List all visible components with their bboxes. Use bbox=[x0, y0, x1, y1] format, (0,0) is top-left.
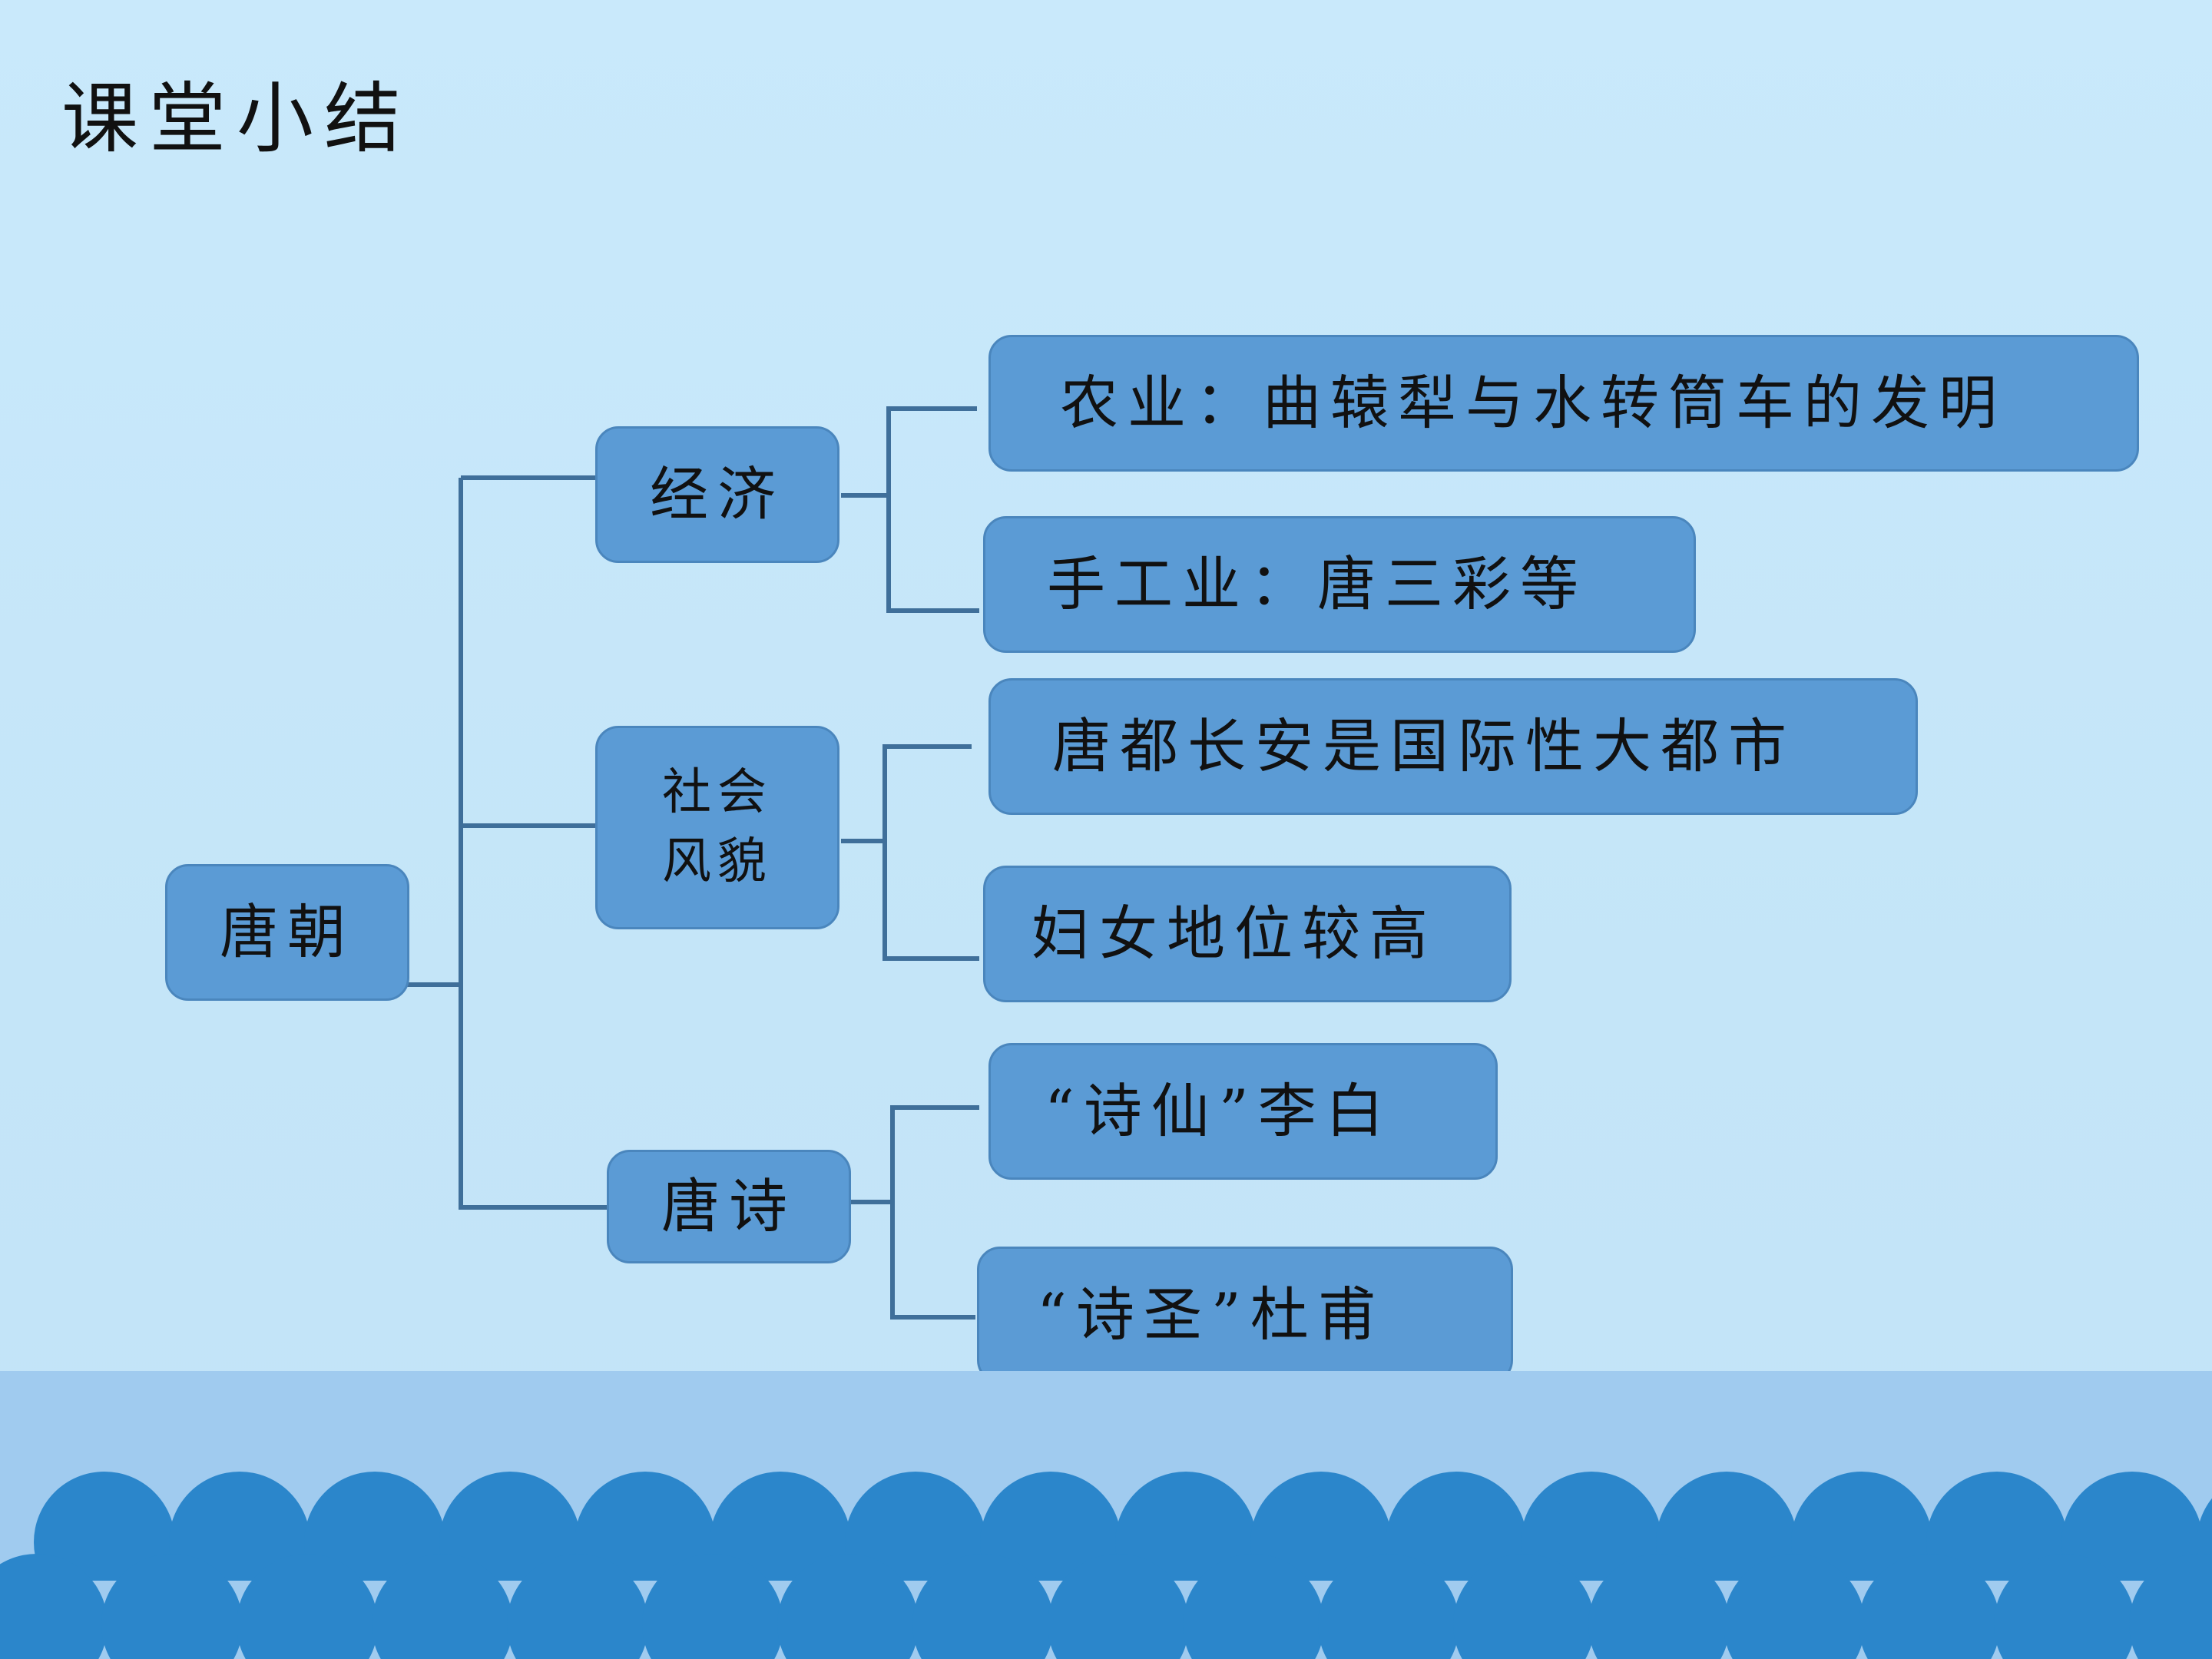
branch-node-label-line: 风貌 bbox=[662, 833, 773, 890]
wave-scallop bbox=[1048, 1554, 1189, 1659]
root-node: 唐朝 bbox=[165, 864, 409, 1001]
branch-node-society: 社会 风貌 bbox=[595, 726, 839, 929]
wave-scallop bbox=[1994, 1554, 2135, 1659]
wave-scallop bbox=[372, 1554, 513, 1659]
leaf-node: “诗圣”杜甫 bbox=[977, 1247, 1513, 1383]
wave-pattern bbox=[0, 1472, 2212, 1659]
leaf-node: “诗仙”李白 bbox=[988, 1043, 1498, 1180]
wave-scallop bbox=[2129, 1554, 2212, 1659]
branch-node-label: 唐诗 bbox=[661, 1172, 796, 1241]
wave-scallop bbox=[507, 1554, 648, 1659]
leaf-node: 手工业：唐三彩等 bbox=[983, 516, 1696, 653]
branch-node-economy: 经济 bbox=[595, 426, 839, 563]
leaf-node-label: 妇女地位较高 bbox=[1031, 899, 1437, 969]
leaf-node-label: 唐都长安是国际性大都市 bbox=[1052, 712, 1796, 781]
bracket-poetry bbox=[890, 1105, 979, 1320]
wave-scallop bbox=[642, 1554, 783, 1659]
bracket-economy bbox=[886, 406, 979, 613]
root-node-label: 唐朝 bbox=[220, 898, 355, 967]
wave-scallop bbox=[0, 1554, 108, 1659]
wave-scallop bbox=[101, 1554, 243, 1659]
wave-scallop bbox=[237, 1554, 378, 1659]
wave-scallop bbox=[1859, 1554, 2000, 1659]
leaf-node-label: “诗圣”杜甫 bbox=[1037, 1280, 1386, 1349]
leaf-node-label: 农业：曲辕犁与水转筒车的发明 bbox=[1060, 369, 2006, 438]
leaf-node: 唐都长安是国际性大都市 bbox=[988, 678, 1918, 815]
leaf-node: 妇女地位较高 bbox=[983, 866, 1512, 1002]
wave-scallop bbox=[1588, 1554, 1730, 1659]
leaf-node-label: 手工业：唐三彩等 bbox=[1047, 550, 1588, 619]
slide-title: 课堂小结 bbox=[61, 74, 412, 164]
branch-node-poetry: 唐诗 bbox=[607, 1150, 851, 1263]
branch-node-label: 经济 bbox=[650, 460, 785, 529]
bracket-society bbox=[882, 744, 979, 961]
branch-node-label-line: 社会 bbox=[662, 763, 773, 821]
wave-scallop bbox=[912, 1554, 1054, 1659]
wave-scallop bbox=[1724, 1554, 1865, 1659]
wave-scallop bbox=[1453, 1554, 1594, 1659]
leaf-node: 农业：曲辕犁与水转筒车的发明 bbox=[988, 335, 2139, 472]
wave-scallop bbox=[1183, 1554, 1324, 1659]
wave-scallop bbox=[1318, 1554, 1459, 1659]
leaf-node-label: “诗仙”李白 bbox=[1045, 1077, 1393, 1146]
wave-scallop bbox=[777, 1554, 919, 1659]
